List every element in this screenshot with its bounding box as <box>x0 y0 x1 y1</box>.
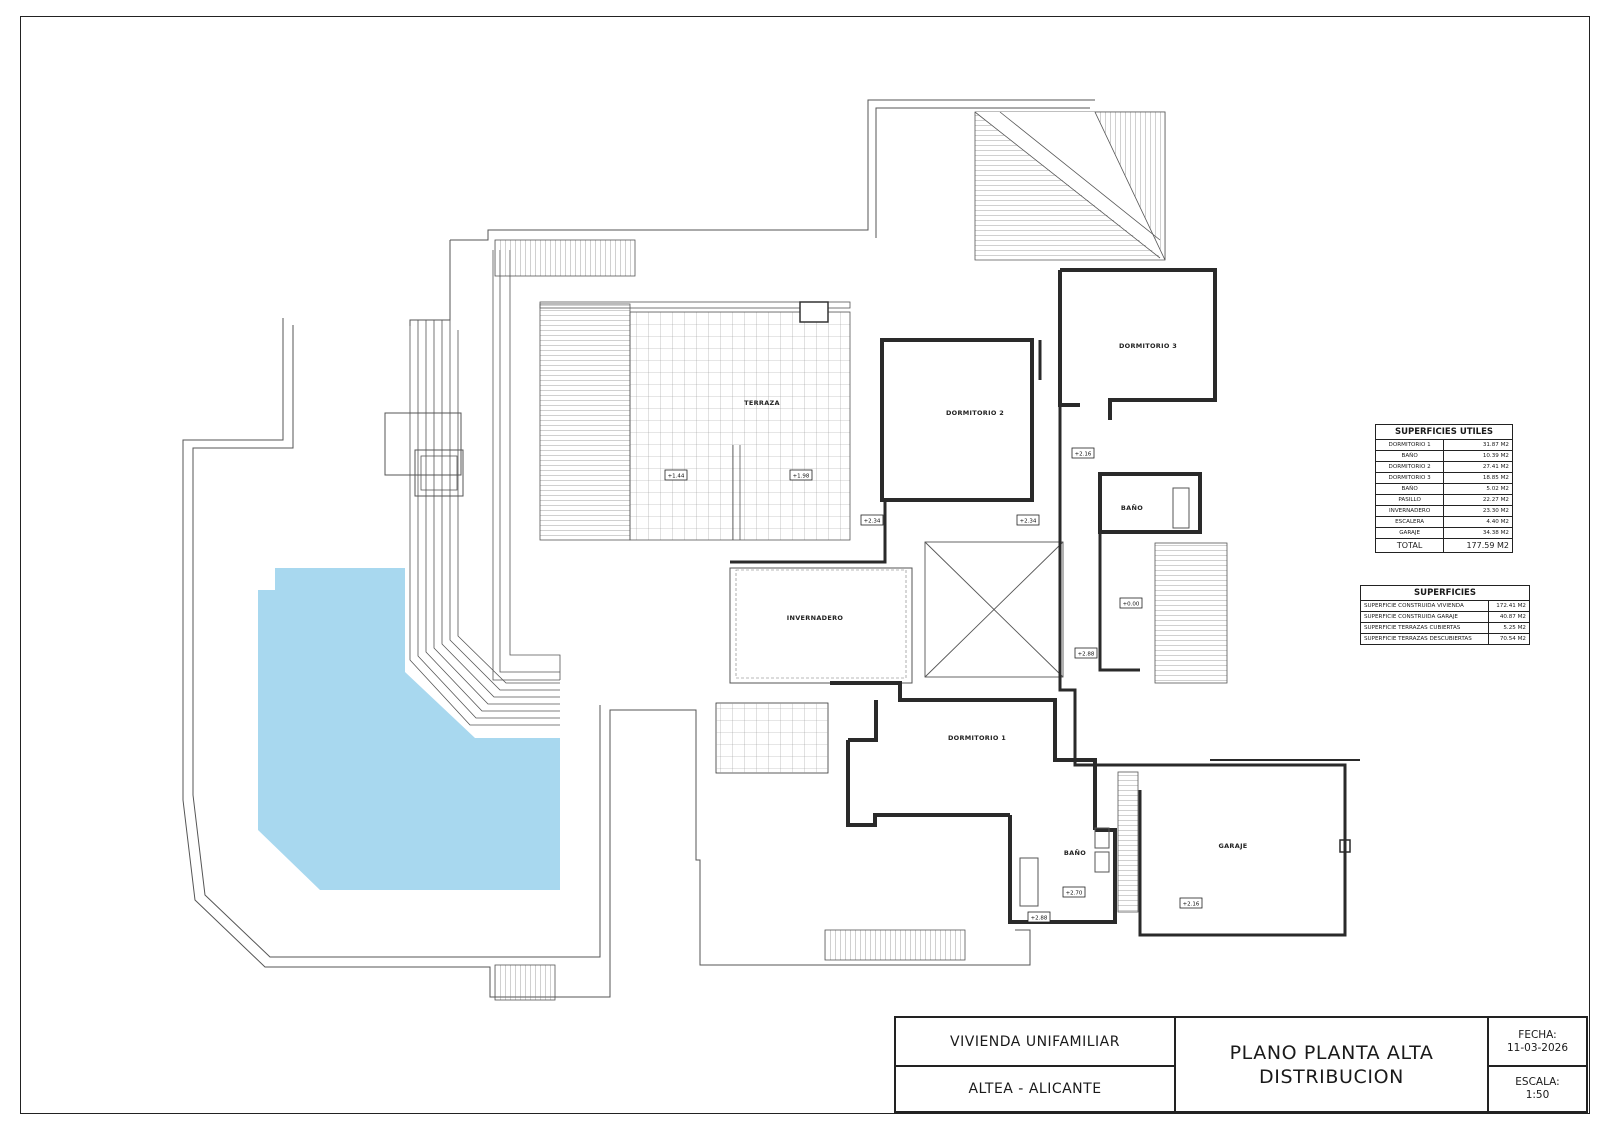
dormitorio-1-walls <box>830 681 1097 830</box>
room-label-garaje: GARAJE <box>1218 842 1247 850</box>
swimming-pool <box>258 568 560 890</box>
title-block: VIVIENDA UNIFAMILIAR ALTEA - ALICANTE PL… <box>894 1016 1588 1113</box>
level-t2: +1.98 <box>793 474 810 480</box>
superficies-table: SUPERFICIES SUPERFICIE CONSTRUIDA VIVIEN… <box>1360 585 1530 645</box>
bano-upper-walls <box>1098 472 1202 534</box>
room-label-bano-lower: BAÑO <box>1064 848 1086 857</box>
site-outline <box>182 99 1095 998</box>
superficies-title: SUPERFICIES <box>1360 585 1530 601</box>
plan-title-line1: PLANO PLANTA ALTA <box>1229 1041 1434 1064</box>
room-label-dormitorio-3: DORMITORIO 3 <box>1119 342 1177 350</box>
level-g1: +2.16 <box>1183 902 1200 908</box>
escala-cell: ESCALA: 1:50 <box>1488 1066 1587 1112</box>
level-w1: +2.34 <box>864 519 881 525</box>
plan-title: PLANO PLANTA ALTA DISTRIBUCION <box>1175 1017 1488 1112</box>
terraza-area <box>539 301 851 541</box>
superficies-utiles-title: SUPERFICIES UTILES <box>1375 424 1513 440</box>
escala-label: ESCALA: <box>1515 1076 1560 1088</box>
level-s2: +2.88 <box>1078 652 1095 658</box>
level-markers: +1.44 +1.98 +2.16 +2.34 +2.34 +0.00 +2.8… <box>664 447 1203 923</box>
fecha-label: FECHA: <box>1518 1028 1557 1041</box>
level-t1: +1.44 <box>668 474 685 480</box>
room-label-dormitorio-1: DORMITORIO 1 <box>948 734 1006 742</box>
level-d2: +2.16 <box>1075 452 1092 458</box>
invernadero-room <box>729 567 913 684</box>
dormitorio-2-walls <box>880 338 1042 502</box>
roof-terrace <box>974 111 1166 261</box>
level-b1: +2.70 <box>1066 891 1083 897</box>
planter-1 <box>384 412 462 476</box>
room-label-dormitorio-2: DORMITORIO 2 <box>946 409 1004 417</box>
corridor-walls <box>730 405 1210 767</box>
room-label-invernadero: INVERNADERO <box>787 614 844 622</box>
drawing-frame <box>20 16 1590 1114</box>
project-location: ALTEA - ALICANTE <box>895 1066 1175 1112</box>
room-label-terraza: TERRAZA <box>744 399 780 407</box>
fecha-value: 11-03-2026 <box>1506 1041 1569 1054</box>
stairs-right <box>1154 542 1228 684</box>
project-name: VIVIENDA UNIFAMILIAR <box>895 1017 1175 1066</box>
garaje-walls <box>1138 759 1360 937</box>
level-s1: +0.00 <box>1123 602 1140 608</box>
level-w2: +2.34 <box>1020 519 1037 525</box>
level-b2: +2.88 <box>1031 916 1048 922</box>
fecha-cell: FECHA: 11-03-2026 <box>1488 1017 1587 1066</box>
skylight <box>924 541 1064 678</box>
stairs-bottom-left <box>494 964 556 1001</box>
escala-value: 1:50 <box>1525 1089 1550 1101</box>
stairs-bottom-center <box>824 929 966 961</box>
terrace-contours <box>409 250 561 726</box>
stairs-top-left <box>494 239 636 277</box>
plan-title-line2: DISTRIBUCION <box>1259 1065 1404 1088</box>
bano-lower-walls <box>1008 815 1117 924</box>
stairs-garage <box>1117 771 1139 913</box>
room-label-bano-upper: BAÑO <box>1121 503 1143 512</box>
planter-2 <box>414 449 464 497</box>
